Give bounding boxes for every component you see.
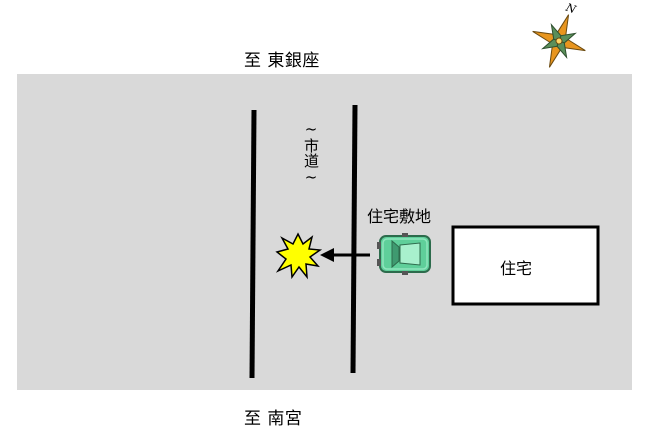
house-label: 住宅 xyxy=(500,259,533,278)
house-outline xyxy=(451,225,600,306)
compass-rose-icon: N xyxy=(532,0,586,68)
direction-label-north: 至 東銀座 xyxy=(244,51,320,71)
residential-lot-label: 住宅敷地 xyxy=(367,207,432,226)
road-left-edge xyxy=(249,109,257,379)
compass-north-letter: N xyxy=(563,0,578,16)
car-top-view-icon xyxy=(377,233,431,275)
road-right-edge xyxy=(350,104,358,374)
collision-burst-icon xyxy=(275,232,323,280)
direction-label-south: 至 南宮 xyxy=(244,409,303,429)
arrow-left-icon xyxy=(320,248,370,262)
road-name-label: ~市道~ xyxy=(302,120,320,186)
